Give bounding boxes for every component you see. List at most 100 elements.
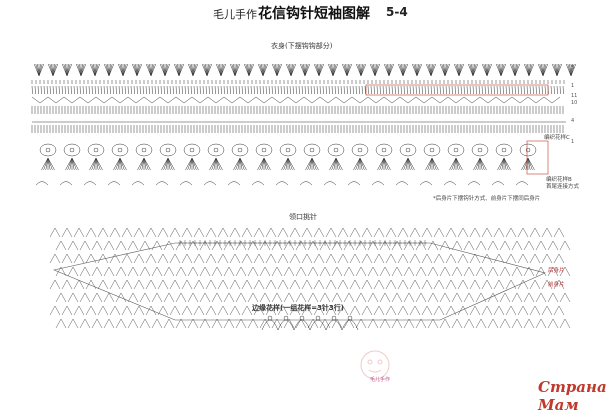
triangle-stitch: [379, 292, 391, 303]
fan-stitch: [245, 63, 250, 77]
triangle-stitch: [415, 318, 427, 329]
dc-stitch: [238, 85, 240, 95]
fan-stitch: [485, 63, 488, 77]
fan-stitch: [539, 63, 544, 77]
fan-stitch: [355, 63, 362, 77]
dc-stitch: [487, 85, 489, 95]
fan-stitch: [52, 63, 59, 77]
triangle-stitch: [235, 292, 247, 303]
fan-stitch: [37, 63, 40, 77]
dc-stitch: [544, 85, 546, 95]
triangle-stitch: [361, 279, 373, 290]
dc-stitch: [373, 85, 375, 95]
triangle-stitch: [241, 253, 253, 264]
triangle-stitch: [439, 240, 451, 251]
shell-stitch: [427, 157, 433, 171]
shell-stitch: [335, 157, 341, 171]
flower-center: [165, 147, 171, 153]
triangle-stitch: [421, 305, 433, 316]
shell-stitch: [333, 157, 337, 171]
triangle-stitch: [103, 318, 115, 329]
triangle-stitch: [61, 253, 73, 264]
dc-stitch: [538, 85, 540, 95]
triangle-stitch: [265, 227, 277, 238]
triangle-stitch: [265, 253, 277, 264]
pattern-c-label: 编织花样C: [544, 135, 570, 141]
fan-stitch: [80, 63, 83, 77]
triangle-stitch: [265, 305, 277, 316]
triangle-stitch: [163, 292, 175, 303]
dc-stitch: [499, 85, 501, 95]
triangle-stitch: [355, 318, 367, 329]
fan-stitch: [93, 63, 96, 77]
dc-stitch: [397, 85, 399, 95]
triangle-stitch: [301, 279, 313, 290]
triangle-stitch: [559, 292, 571, 303]
triangle-stitch: [475, 266, 487, 277]
triangle-stitch: [193, 253, 205, 264]
triangle-stitch: [241, 227, 253, 238]
triangle-stitch: [439, 266, 451, 277]
triangle-stitch: [517, 305, 529, 316]
triangle-stitch: [301, 227, 313, 238]
triangle-stitch: [211, 292, 223, 303]
dc-stitch: [331, 85, 333, 95]
fan-stitch: [122, 63, 129, 77]
triangle-stitch: [463, 292, 475, 303]
dc-stitch: [196, 85, 198, 95]
fan-stitch: [215, 63, 222, 77]
dc-stitch: [226, 85, 228, 95]
triangle-stitch: [139, 292, 151, 303]
triangle-stitch: [211, 240, 223, 251]
triangle-stitch: [205, 305, 217, 316]
dc-stitch: [175, 85, 177, 95]
fan-stitch: [523, 63, 530, 77]
triangle-stitch: [433, 253, 445, 264]
dc-stitch: [43, 85, 45, 95]
shell-stitch: [143, 157, 151, 171]
triangle-stitch: [343, 318, 355, 329]
fan-stitch: [374, 63, 381, 77]
triangle-stitch: [535, 240, 547, 251]
fan-stitch: [150, 63, 153, 77]
triangle-stitch: [547, 240, 559, 251]
triangle-stitch: [307, 292, 319, 303]
fan-stitch: [135, 63, 138, 77]
dc-stitch: [550, 85, 552, 95]
triangle-stitch: [283, 240, 295, 251]
triangle-stitch: [283, 292, 295, 303]
fan-stitch: [556, 63, 563, 77]
fan-stitch: [89, 63, 96, 77]
triangle-stitch: [385, 279, 397, 290]
triangle-stitch: [355, 240, 367, 251]
v-stitch-row: [31, 96, 561, 104]
flower-center: [453, 147, 459, 153]
triangle-stitch: [217, 279, 229, 290]
shell-stitch: [47, 157, 55, 171]
flower-motif: [39, 143, 57, 157]
triangle-stitch: [403, 292, 415, 303]
fan-stitch: [329, 63, 334, 77]
fan-stitch: [38, 63, 45, 77]
fan-stitch: [105, 63, 110, 77]
shell-stitch: [497, 157, 505, 171]
triangle-stitch: [421, 227, 433, 238]
dc-stitch: [358, 85, 360, 95]
triangle-stitch: [415, 266, 427, 277]
triangle-stitch: [475, 318, 487, 329]
triangle-stitch: [331, 266, 343, 277]
dc-stitch: [247, 85, 249, 95]
shell-stitch: [287, 157, 295, 171]
triangle-stitch: [151, 318, 163, 329]
dc-stitch: [391, 85, 393, 95]
triangle-stitch: [229, 227, 241, 238]
dc-stitch: [169, 85, 171, 95]
fan-stitch: [453, 63, 460, 77]
triangle-stitch: [469, 305, 481, 316]
fan-stitch: [346, 63, 353, 77]
fan-stitch: [38, 63, 41, 77]
fan-stitch: [304, 63, 311, 77]
dc-stitch: [451, 85, 453, 95]
shell-stitch: [215, 157, 223, 171]
fan-stitch: [413, 63, 418, 77]
